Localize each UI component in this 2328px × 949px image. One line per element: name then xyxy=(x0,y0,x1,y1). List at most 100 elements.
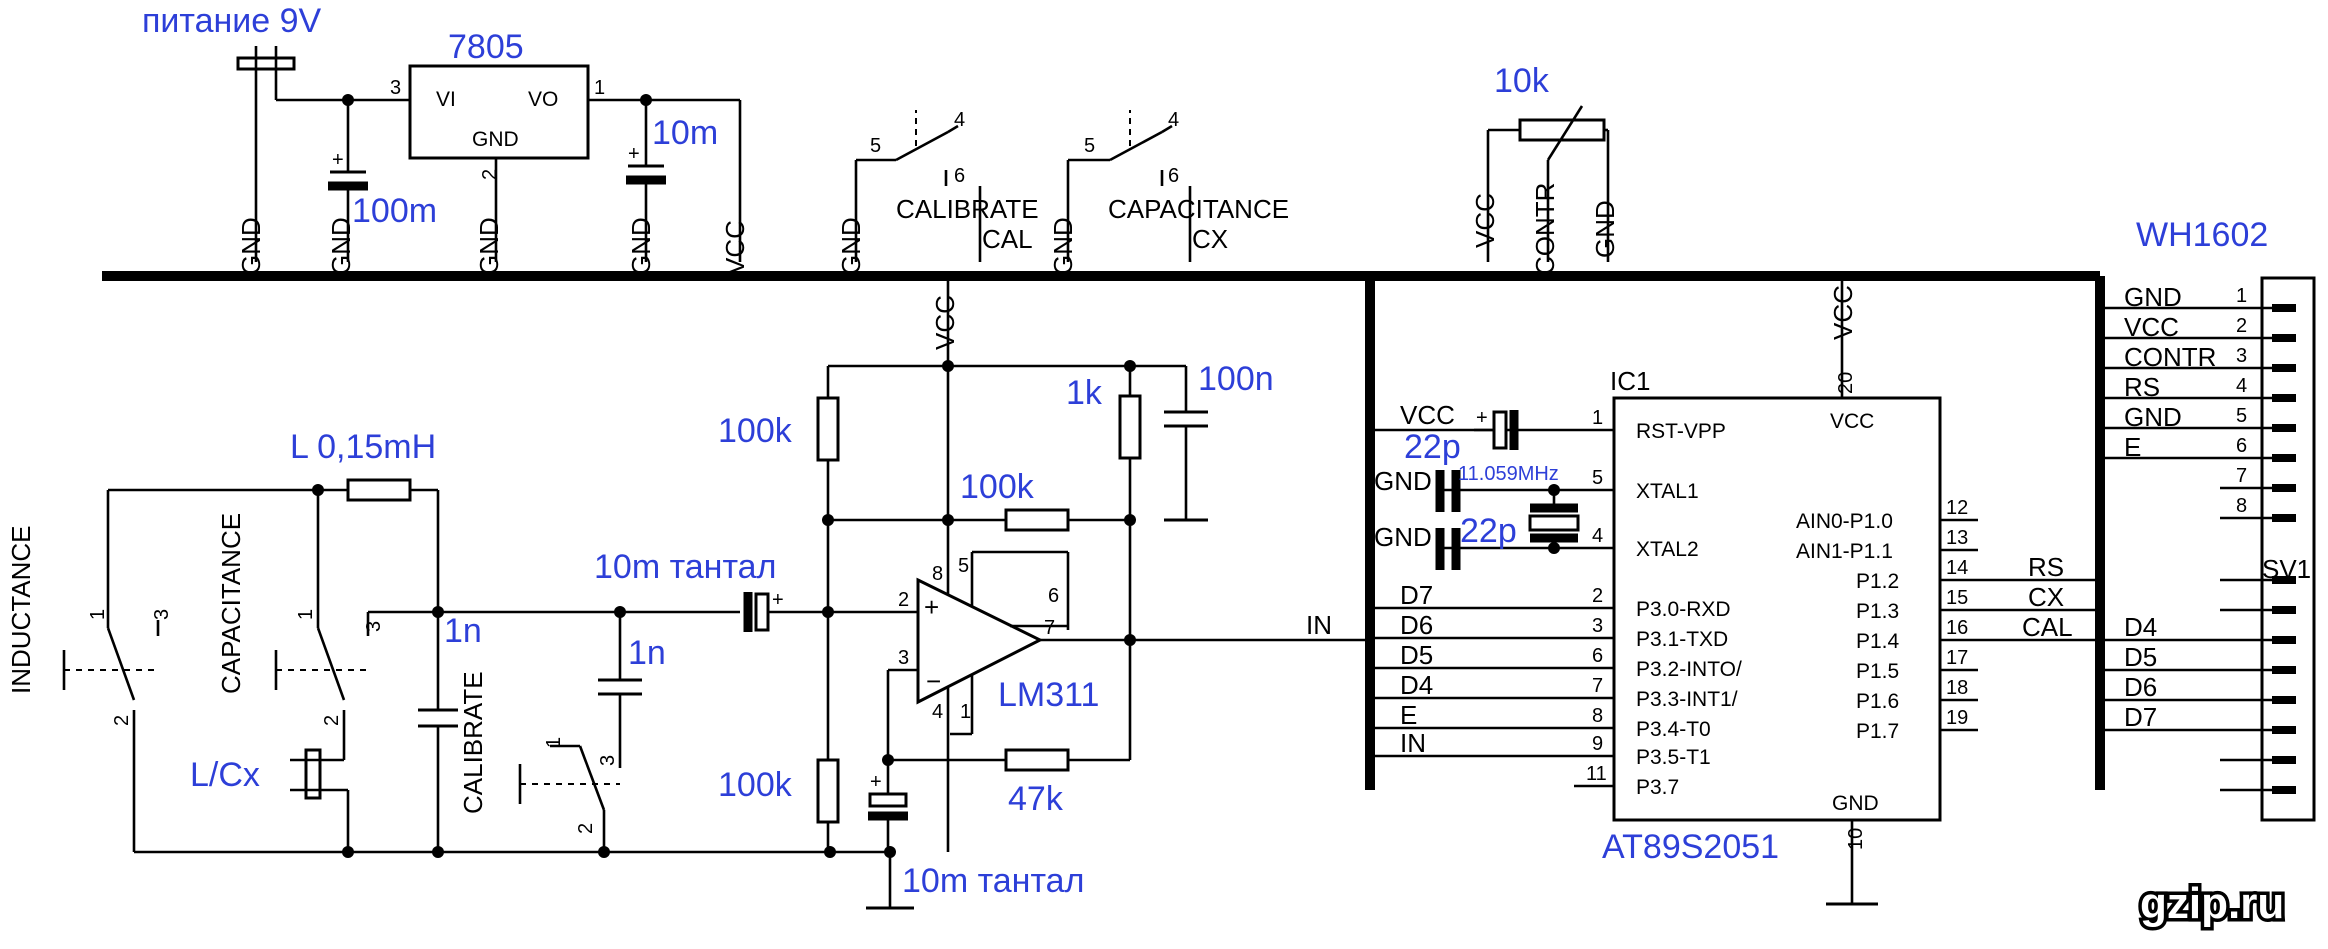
power-connector xyxy=(236,56,296,71)
reg-gnd: GND xyxy=(472,128,519,151)
switch-capacitance-top: 5 4 6 CAPACITANCE CX GND xyxy=(1048,109,1289,275)
pin-num: 13 xyxy=(1946,527,1968,549)
sv1-rows xyxy=(2100,576,2296,794)
pin-num: 6 xyxy=(954,165,965,187)
c1n-label: 1n xyxy=(444,612,482,650)
r47k-label: 47k xyxy=(1008,780,1064,818)
pin-name: P1.5 xyxy=(1856,660,1899,683)
mcu-label: AT89S2051 xyxy=(1602,828,1779,866)
pin-name: AIN1-P1.1 xyxy=(1796,540,1893,563)
net-label: D4 xyxy=(2124,612,2157,642)
pin-num: 4 xyxy=(954,109,965,131)
pin-num: 20 xyxy=(1835,372,1857,394)
mcu-pin-row: 4 XTAL2 xyxy=(1440,525,1699,561)
pin-name: P3.5-T1 xyxy=(1636,746,1711,769)
mcu-vcc-pin: VCC xyxy=(1830,410,1874,433)
gnd-label: GND xyxy=(1048,217,1078,275)
net-label: GND xyxy=(1374,466,1432,496)
mcu-pin-row: 2 P3.0-RXD xyxy=(1370,585,1731,621)
pin-stub xyxy=(2272,424,2296,432)
pin-name: P3.7 xyxy=(1636,776,1679,799)
pin-name: RST-VPP xyxy=(1636,420,1726,443)
plus-sign: + xyxy=(628,143,640,165)
cap-plate xyxy=(754,592,770,632)
pin-name: P3.1-TXD xyxy=(1636,628,1728,651)
contrast-pot: 10k VCC CONTR GND xyxy=(1470,62,1620,275)
resistor-100k-bottom xyxy=(816,758,840,824)
gnd-label: GND xyxy=(474,217,504,275)
lcd-pin-row: 3 CONTR xyxy=(2100,342,2296,372)
mcu-pin-row: 18 P1.6 xyxy=(1856,677,1978,713)
minus-sign: − xyxy=(926,666,941,696)
net-label: E xyxy=(2124,432,2141,462)
pin-num: 9 xyxy=(1592,733,1603,755)
lcd-pin-row: 6 E xyxy=(2100,432,2296,462)
calibrate-vertical-label: CALIBRATE xyxy=(458,671,488,814)
pin-num: 6 xyxy=(1592,645,1603,667)
regulator-7805 xyxy=(408,64,590,160)
pin-stub xyxy=(2272,484,2296,492)
pin-num: 8 xyxy=(932,563,943,585)
pin-stub xyxy=(2272,786,2296,794)
calibrate-label: CALIBRATE xyxy=(896,194,1039,224)
pin-name: P3.0-RXD xyxy=(1636,598,1731,621)
net-label: VCC xyxy=(1400,400,1455,430)
pin-num: 4 xyxy=(1592,525,1603,547)
lcd-pin-row: 4 RS xyxy=(2100,372,2296,402)
switch-blade xyxy=(106,627,136,701)
inductor-label: L 0,15mH xyxy=(290,428,436,466)
pin-num: 7 xyxy=(2236,465,2247,487)
mcu-pin-row: 9 P3.5-T1 xyxy=(1370,733,1711,769)
pin-stub xyxy=(2272,454,2296,462)
c10m-label: 10m xyxy=(652,114,718,152)
pin-stub xyxy=(2272,726,2296,734)
net-label: GND xyxy=(1374,522,1432,552)
pin-num: 6 xyxy=(2236,435,2247,457)
inductance-label: INDUCTANCE xyxy=(6,525,36,694)
pin-num: 5 xyxy=(1592,467,1603,489)
resistor-100k-fb xyxy=(1004,508,1070,532)
switch-blade xyxy=(578,745,606,811)
mcu-pin-row: 12 AIN0-P1.0 xyxy=(1796,497,1978,533)
c22p-label: 22p xyxy=(1460,512,1517,550)
cap-plate xyxy=(1492,410,1508,450)
net-label: GND xyxy=(2124,402,2182,432)
mcu-pin-row: 16 P1.4 xyxy=(1856,617,2100,653)
junction xyxy=(1548,484,1560,496)
pin-stub xyxy=(2272,364,2296,372)
pin-num: 3 xyxy=(1592,615,1603,637)
mcu-gnd-pin: GND xyxy=(1832,792,1879,815)
resistor-47k xyxy=(1004,748,1070,772)
pin-num: 4 xyxy=(2236,375,2247,397)
mcu-pin-row: 14 P1.2 xyxy=(1856,557,2100,593)
resistor-1k xyxy=(1118,394,1142,460)
pin-num: 1 xyxy=(2236,285,2247,307)
vcc-label: VCC xyxy=(720,220,750,275)
net-label: CONTR xyxy=(2124,342,2216,372)
xtal-label: 11.059MHz xyxy=(1458,463,1559,485)
pin-name: XTAL2 xyxy=(1636,538,1699,561)
pin-num: 3 xyxy=(151,609,173,620)
tant-top-label: 10m тантал xyxy=(594,548,776,586)
power-label: питание 9V xyxy=(142,2,322,40)
mcu-pin-row: 15 P1.3 xyxy=(1856,587,2100,623)
pin-stub xyxy=(2272,304,2296,312)
vcc-label: VCC xyxy=(1470,193,1500,248)
net-label: CAL xyxy=(2022,612,2073,642)
pin-num: 1 xyxy=(543,737,565,748)
plus-sign: + xyxy=(772,589,784,611)
pin-num: 7 xyxy=(1044,617,1055,639)
pin-num: 14 xyxy=(1946,557,1968,579)
watermark-logo: gzip.ru xyxy=(2140,879,2284,928)
lcd-connector: WH1602 SV1 1 GND 2 VCC 3 CONTR 4 RS xyxy=(2100,216,2316,822)
pin-num: 6 xyxy=(1048,585,1059,607)
pin-num: 18 xyxy=(1946,677,1968,699)
pin-num: 17 xyxy=(1946,647,1968,669)
pin-stub xyxy=(2272,636,2296,644)
mcu-pin-row: 5 XTAL1 xyxy=(1440,467,1699,503)
junction xyxy=(342,846,354,858)
pin-stub xyxy=(2272,576,2296,584)
pin-name: P1.6 xyxy=(1856,690,1899,713)
pin-num: 19 xyxy=(1946,707,1968,729)
pin-name: AIN0-P1.0 xyxy=(1796,510,1893,533)
